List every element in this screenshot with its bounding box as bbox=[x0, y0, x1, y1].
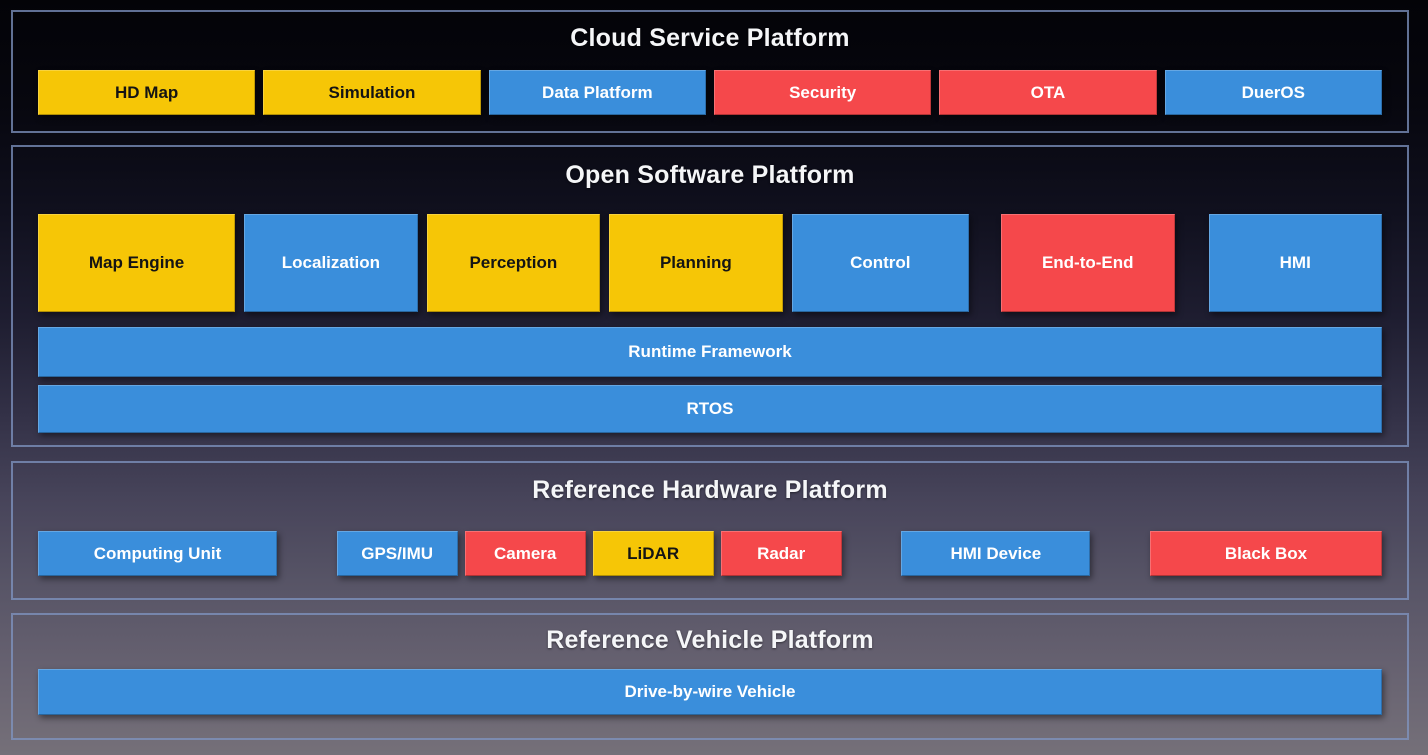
cloud-boxes-row: HD Map Simulation Data Platform Security… bbox=[38, 70, 1382, 115]
sensor-cluster: GPS/IMU Camera LiDAR Radar bbox=[336, 531, 842, 576]
box-security: Security bbox=[713, 70, 932, 115]
hardware-boxes-row: Computing Unit GPS/IMU Camera LiDAR Rada… bbox=[38, 531, 1382, 576]
section-title-software: Open Software Platform bbox=[565, 161, 855, 189]
section-reference-hardware-platform: Reference Hardware Platform Computing Un… bbox=[11, 461, 1409, 600]
box-control: Control bbox=[791, 214, 970, 312]
box-map-engine: Map Engine bbox=[38, 214, 236, 312]
box-computing-unit: Computing Unit bbox=[38, 531, 277, 576]
box-hmi: HMI bbox=[1208, 214, 1382, 312]
bar-rtos: RTOS bbox=[38, 385, 1382, 433]
box-black-box: Black Box bbox=[1149, 531, 1382, 576]
bar-drive-by-wire-vehicle: Drive-by-wire Vehicle bbox=[38, 669, 1382, 715]
box-hmi-device: HMI Device bbox=[901, 531, 1091, 576]
box-gps-imu: GPS/IMU bbox=[336, 531, 458, 576]
box-radar: Radar bbox=[720, 531, 842, 576]
box-perception: Perception bbox=[426, 214, 601, 312]
box-end-to-end: End-to-End bbox=[1001, 214, 1175, 312]
box-ota: OTA bbox=[939, 70, 1157, 115]
box-planning: Planning bbox=[609, 214, 783, 312]
section-open-software-platform: Open Software Platform Map Engine Locali… bbox=[11, 145, 1409, 447]
bar-runtime-framework: Runtime Framework bbox=[38, 327, 1382, 377]
section-reference-vehicle-platform: Reference Vehicle Platform Drive-by-wire… bbox=[11, 613, 1409, 740]
section-title-hardware: Reference Hardware Platform bbox=[532, 476, 888, 504]
box-localization: Localization bbox=[244, 214, 418, 312]
box-data-platform: Data Platform bbox=[488, 70, 706, 115]
box-dueros: DuerOS bbox=[1164, 70, 1382, 115]
box-lidar: LiDAR bbox=[592, 531, 714, 576]
software-modules-row: Map Engine Localization Perception Plann… bbox=[38, 214, 1382, 312]
section-title-vehicle: Reference Vehicle Platform bbox=[546, 626, 874, 654]
section-cloud-service-platform: Cloud Service Platform HD Map Simulation… bbox=[11, 10, 1409, 133]
box-camera: Camera bbox=[464, 531, 586, 576]
section-title-cloud: Cloud Service Platform bbox=[570, 24, 850, 52]
box-hd-map: HD Map bbox=[38, 70, 256, 115]
box-simulation: Simulation bbox=[263, 70, 481, 115]
